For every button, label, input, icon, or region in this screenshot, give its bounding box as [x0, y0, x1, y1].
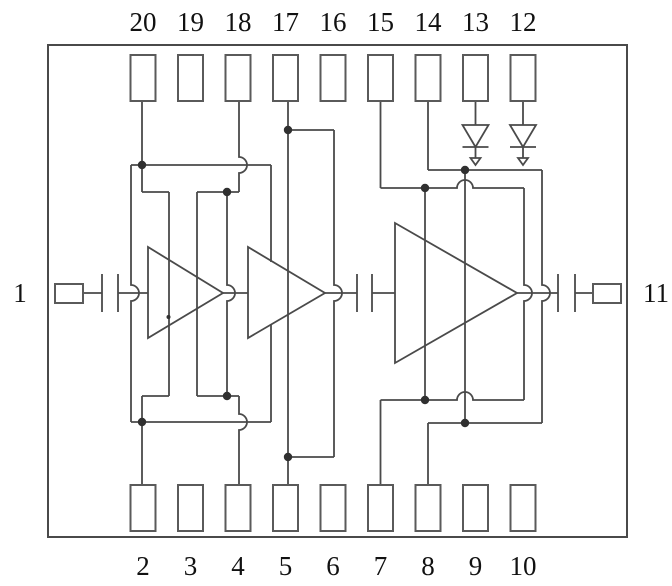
pin-label-11: 11 — [643, 278, 669, 308]
chip-outline — [47, 44, 628, 538]
junction-dot — [283, 452, 293, 462]
pad-pin-11 — [592, 283, 622, 304]
pad-pin-7 — [367, 484, 394, 532]
pin-label-4: 4 — [231, 551, 245, 581]
pin-label-16: 16 — [320, 7, 347, 37]
pad-pin-19 — [177, 54, 204, 102]
pad-pin-12 — [509, 54, 537, 102]
pad-pin-8 — [414, 484, 442, 532]
wire-pin15-rail — [380, 179, 524, 189]
pad-pin-20 — [129, 54, 157, 102]
wire-pin7-rail — [380, 391, 524, 401]
junction-dot — [420, 395, 430, 405]
diode-pin13-icon — [460, 101, 491, 167]
bottom-pads — [129, 484, 537, 532]
pad-pin-17 — [272, 54, 299, 102]
amplifier-stage-3-icon — [394, 221, 519, 365]
junction-dot — [460, 165, 470, 175]
pin-label-8: 8 — [421, 551, 435, 581]
pad-pin-3 — [177, 484, 204, 532]
pad-pin-15 — [367, 54, 394, 102]
wire-pin18 — [238, 101, 248, 192]
pin-label-12: 12 — [510, 7, 537, 37]
junction-dot — [283, 125, 293, 135]
pin-label-1: 1 — [13, 278, 27, 308]
junction-dot — [137, 160, 147, 170]
junction-dot — [166, 315, 171, 319]
pad-pin-14 — [414, 54, 442, 102]
amplifier-stage-1-icon — [147, 245, 225, 340]
pin-label-14: 14 — [415, 7, 443, 37]
wire-pin14-loop — [541, 170, 551, 423]
interstage-capacitor-icon — [356, 274, 373, 312]
pin-label-13: 13 — [462, 7, 489, 37]
pin-label-2: 2 — [136, 551, 150, 581]
pin-label-10: 10 — [510, 551, 537, 581]
pad-pin-9 — [462, 484, 489, 532]
pin-label-9: 9 — [469, 551, 483, 581]
pin-labels: 20 19 18 17 16 15 14 13 12 2 3 4 5 6 7 8… — [13, 7, 669, 581]
pad-pin-2 — [129, 484, 157, 532]
pin-label-18: 18 — [225, 7, 252, 37]
pin-label-20: 20 — [130, 7, 157, 37]
junction-dots — [137, 125, 470, 462]
amplifier-stage-2-icon — [247, 245, 327, 340]
pad-pin-5 — [272, 484, 299, 532]
junction-dot — [222, 187, 232, 197]
pad-pin-6 — [319, 484, 347, 532]
junction-dot — [460, 418, 470, 428]
junction-dot — [137, 417, 147, 427]
junction-dot — [420, 183, 430, 193]
output-coupling-capacitor-icon — [557, 274, 576, 312]
pin-label-3: 3 — [184, 551, 198, 581]
pad-pin-10 — [509, 484, 537, 532]
wire-pin15-loop — [523, 188, 533, 400]
pad-pin-1 — [54, 283, 84, 304]
pin-label-7: 7 — [374, 551, 388, 581]
pin-label-15: 15 — [367, 7, 394, 37]
diode-pin12-icon — [508, 101, 538, 167]
wire-amp1-bias-c — [226, 192, 236, 396]
pad-pin-16 — [319, 54, 347, 102]
pad-pin-13 — [462, 54, 489, 102]
top-pads — [129, 54, 537, 102]
pad-pin-18 — [224, 54, 252, 102]
input-coupling-capacitor-icon — [101, 274, 119, 312]
pin-label-5: 5 — [279, 551, 293, 581]
pin-label-17: 17 — [272, 7, 299, 37]
wire-pin4 — [238, 396, 248, 485]
pin-label-6: 6 — [326, 551, 340, 581]
junction-dot — [222, 391, 232, 401]
pad-pin-4 — [224, 484, 252, 532]
pin-label-19: 19 — [177, 7, 204, 37]
